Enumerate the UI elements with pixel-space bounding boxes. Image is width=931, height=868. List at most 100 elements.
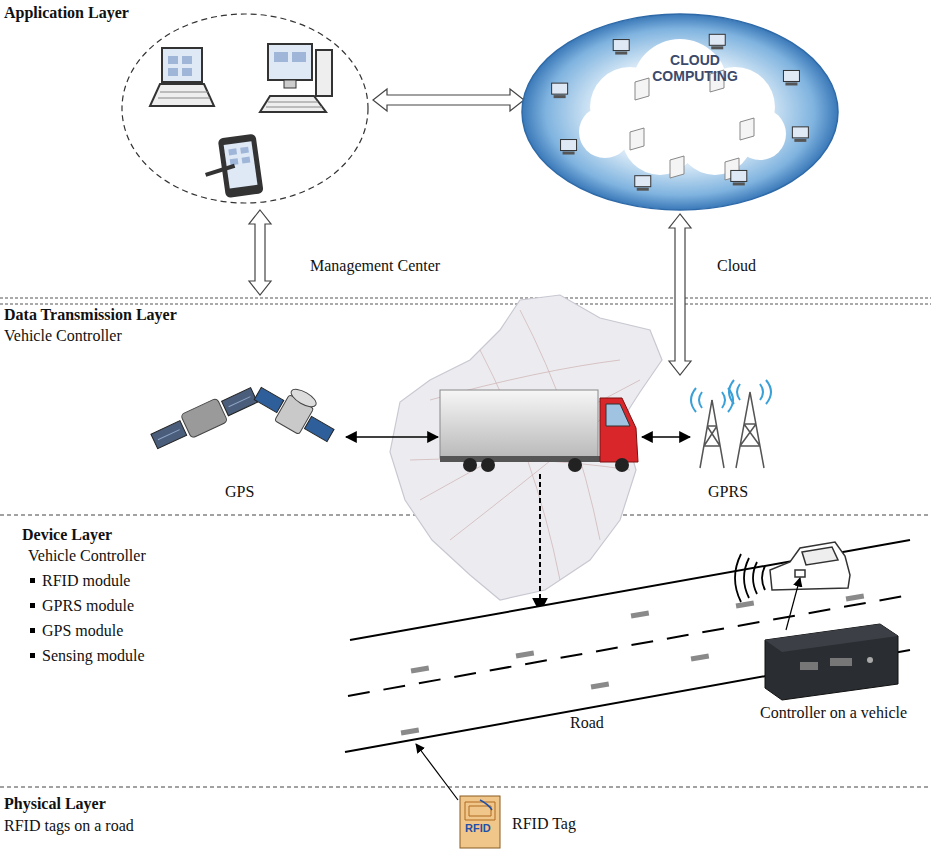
gps-satellite xyxy=(250,372,343,449)
laptop-icon xyxy=(150,48,214,106)
computer-icon xyxy=(613,40,629,55)
bullet xyxy=(30,653,35,658)
truck xyxy=(606,404,630,426)
desktop-icon xyxy=(266,102,322,107)
rfid-tag-icon xyxy=(465,802,495,820)
china-map xyxy=(390,295,662,600)
computer-icon xyxy=(792,127,808,142)
dashed-ellipse xyxy=(122,14,368,203)
road xyxy=(401,727,420,735)
laptop-icon xyxy=(168,56,192,76)
hollow-double-arrow xyxy=(373,89,524,111)
module-item: GPS module xyxy=(42,622,123,640)
desktop-icon xyxy=(316,50,332,96)
rfid-tag-icon xyxy=(460,796,500,848)
bullet xyxy=(30,628,35,633)
desktop-icon xyxy=(284,80,296,88)
computer-icon xyxy=(709,34,725,49)
module-item: RFID module xyxy=(42,572,130,590)
gps-satellite xyxy=(181,398,228,438)
layer-title: Application Layer xyxy=(4,4,129,22)
gps-satellite xyxy=(149,383,260,453)
laptop-icon xyxy=(150,84,214,106)
tablet-icon xyxy=(218,134,264,199)
bullet xyxy=(30,603,35,608)
server-icon xyxy=(635,78,649,100)
truck xyxy=(615,458,629,472)
gprs-tower xyxy=(729,380,771,404)
road xyxy=(411,665,430,673)
hollow-double-arrow xyxy=(669,214,691,375)
desktop-icon xyxy=(268,44,312,80)
gprs-tower xyxy=(691,380,771,468)
tablet-icon xyxy=(205,166,235,175)
node-text: CLOUD COMPUTING xyxy=(640,52,750,84)
china-map xyxy=(480,350,560,580)
computer-icon xyxy=(635,176,651,191)
computer-icon xyxy=(552,83,568,98)
computer-icon xyxy=(783,70,799,85)
rfid-tag-icon xyxy=(480,800,492,810)
layer-subtitle: RFID tags on a road xyxy=(4,817,134,835)
road xyxy=(350,540,910,640)
truck xyxy=(440,390,598,458)
server-icon xyxy=(740,118,754,140)
node-outline xyxy=(120,12,370,205)
cloud-shape xyxy=(579,39,786,175)
leader-arrow xyxy=(416,744,458,800)
module-item: GPRS module xyxy=(42,597,134,615)
link-arrow xyxy=(642,436,690,438)
dashed-arrow xyxy=(539,474,541,612)
truck xyxy=(463,458,477,472)
laptop-icon xyxy=(158,92,210,98)
cloud-computing: CLOUD COMPUTINGCloud xyxy=(520,12,840,212)
gps-node: GPS xyxy=(150,365,350,500)
china-map xyxy=(410,310,640,580)
controller-device xyxy=(765,624,898,700)
gps-satellite xyxy=(289,386,319,410)
car-outline xyxy=(795,570,805,577)
server-icon xyxy=(670,156,684,178)
car-outline xyxy=(802,547,838,565)
computer-icon xyxy=(731,170,747,185)
road xyxy=(591,681,610,689)
tag-text: RFID xyxy=(465,822,491,834)
layer-title: Device Layer xyxy=(22,526,112,544)
truck xyxy=(568,458,582,472)
road xyxy=(631,610,650,618)
truck xyxy=(440,390,638,472)
controller-device xyxy=(867,657,873,663)
desktop-icon xyxy=(260,96,326,112)
radio-waves xyxy=(735,554,765,602)
gps-satellite xyxy=(158,397,250,440)
server-icon xyxy=(630,128,644,150)
desktop-icon xyxy=(274,52,306,62)
road xyxy=(846,593,865,601)
road xyxy=(691,653,710,661)
link-arrow xyxy=(346,436,438,438)
node-text: Management Center xyxy=(310,257,440,275)
controller-device xyxy=(830,658,852,666)
management-center: Management Center xyxy=(120,12,370,205)
tablet-icon xyxy=(201,134,264,201)
bullet xyxy=(30,578,35,658)
module-item: Sensing module xyxy=(42,647,145,665)
road xyxy=(345,540,910,752)
layer-subtitle: Vehicle Controller xyxy=(4,327,122,345)
china-map xyxy=(420,380,640,500)
desktop-icon xyxy=(260,44,332,112)
road xyxy=(345,540,910,752)
node-text: GPS xyxy=(225,483,254,501)
cloud-ellipse xyxy=(522,14,838,210)
gps-satellite xyxy=(304,416,334,441)
car-outline xyxy=(770,542,850,590)
truck xyxy=(481,458,495,472)
leader-arrow xyxy=(786,578,800,630)
node-text: GPRS xyxy=(708,483,748,501)
tablet-icon xyxy=(228,147,250,166)
bullet xyxy=(30,578,35,583)
gps-satellite xyxy=(254,387,284,412)
road xyxy=(736,600,755,608)
road-label: Road xyxy=(570,714,604,732)
